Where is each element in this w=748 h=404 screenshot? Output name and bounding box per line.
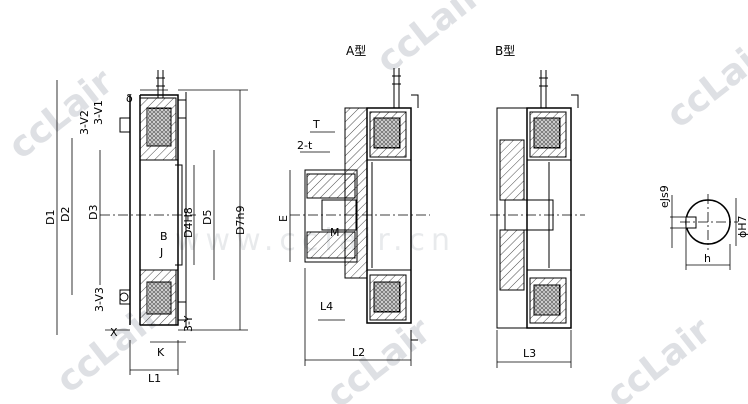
b-view-title: B型 [495, 44, 515, 58]
dim-h: h [704, 252, 711, 265]
left-view-labels: δ 3-V2 3-V1 D1 D2 D3 3-V3 X B J D4H8 D5 … [44, 92, 247, 385]
b-view: B型 [490, 44, 585, 368]
dim-l2: L2 [352, 346, 365, 359]
dim-d7: D7h9 [234, 206, 247, 235]
keyway-labels: eJs9 h ϕH7 [658, 185, 748, 265]
dim-l4: L4 [320, 300, 333, 313]
watermark-2: ccLair [369, 0, 489, 81]
dim-d4: D4H8 [182, 207, 195, 238]
dim-d1: D1 [44, 210, 57, 225]
watermark-6: ccLair [599, 310, 719, 404]
dim-t: T [312, 118, 320, 131]
dim-ejs9: eJs9 [658, 185, 671, 208]
dim-3-v1: 3-V1 [92, 100, 105, 125]
dim-3-y: 3-Y [182, 315, 195, 332]
a-view: A型 [289, 44, 430, 366]
dim-h7: ϕH7 [736, 215, 748, 238]
watermark-5: ccLair [319, 310, 439, 404]
dim-l3: L3 [523, 347, 536, 360]
dim-m: M [330, 226, 340, 239]
dim-j: J [159, 246, 163, 259]
dim-3-v2: 3-V2 [78, 110, 91, 135]
dim-b: B [160, 230, 168, 243]
a-view-labels: T 2-t E M L4 L2 [277, 118, 365, 359]
a-view-title: A型 [346, 44, 366, 58]
dim-d2: D2 [59, 207, 72, 222]
dim-k: K [157, 346, 165, 359]
keyway-view [670, 194, 738, 270]
dim-e: E [277, 215, 290, 222]
dim-delta: δ [126, 92, 133, 105]
dim-2-t: 2-t [297, 139, 313, 152]
dim-x: X [110, 326, 118, 339]
dim-l1: L1 [148, 372, 161, 385]
b-view-labels: L3 [523, 347, 536, 360]
dim-d5: D5 [201, 210, 214, 225]
dim-3-v3: 3-V3 [93, 287, 106, 312]
left-view [56, 70, 248, 375]
dim-d3: D3 [87, 205, 100, 220]
watermark-3: ccLair [659, 30, 748, 136]
